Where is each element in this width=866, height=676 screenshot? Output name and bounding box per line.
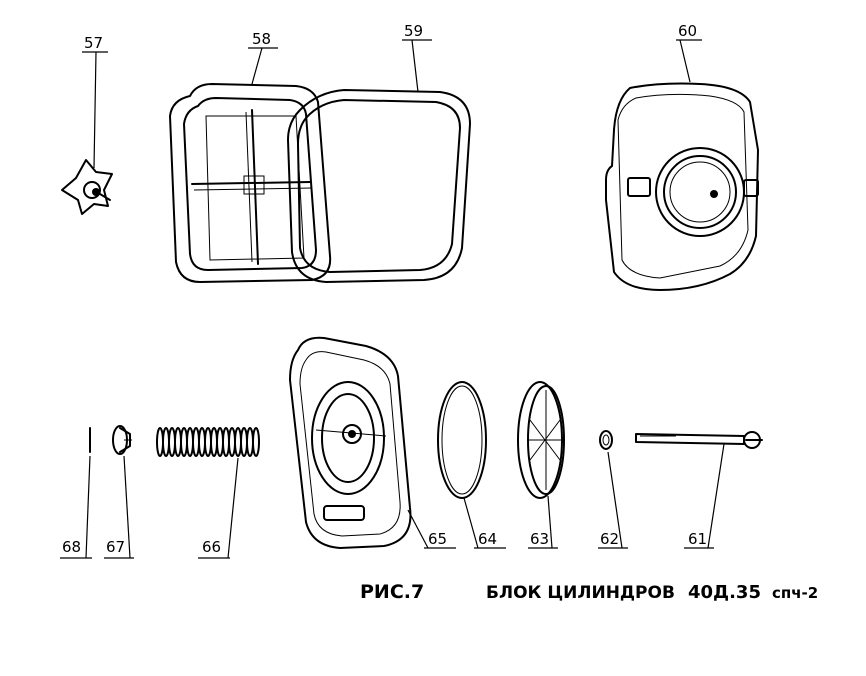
leader-59-line bbox=[411, 39, 419, 93]
spring-coil bbox=[252, 427, 260, 457]
leader-57-line bbox=[93, 51, 97, 169]
callout-57: 57 bbox=[84, 34, 103, 52]
callout-64: 64 bbox=[478, 530, 497, 548]
part-65-valve-body bbox=[289, 336, 412, 549]
part-62-washer bbox=[599, 430, 613, 450]
leader-61-line bbox=[707, 443, 725, 549]
callout-60: 60 bbox=[678, 22, 697, 40]
part-58-filter-cover bbox=[169, 83, 332, 283]
callout-68: 68 bbox=[62, 538, 81, 556]
part-66-spring bbox=[156, 427, 260, 457]
part-57-star-knob bbox=[61, 159, 113, 215]
callout-66: 66 bbox=[202, 538, 221, 556]
part-64-o-ring bbox=[437, 381, 487, 499]
figure-label: РИС.7 bbox=[360, 581, 424, 603]
callout-63: 63 bbox=[530, 530, 549, 548]
callout-58: 58 bbox=[252, 30, 271, 48]
callout-62: 62 bbox=[600, 530, 619, 548]
part-67-spring-cap bbox=[112, 425, 132, 455]
leader-67-line bbox=[123, 455, 131, 559]
leader-62-line bbox=[607, 451, 623, 549]
callout-59: 59 bbox=[404, 22, 423, 40]
figure-model: 40Д.35 bbox=[688, 582, 761, 603]
leader-60-line bbox=[679, 39, 691, 83]
leader-66-line bbox=[227, 457, 239, 559]
part-61-bolt bbox=[635, 431, 763, 449]
callout-65: 65 bbox=[428, 530, 447, 548]
callout-67: 67 bbox=[106, 538, 125, 556]
leader-63-line bbox=[547, 495, 553, 549]
leader-68-line bbox=[85, 455, 91, 559]
leader-65-line bbox=[407, 509, 429, 549]
figure-title: БЛОК ЦИЛИНДРОВ bbox=[486, 583, 675, 603]
part-63-diaphragm bbox=[517, 381, 565, 499]
figure-suffix: спч-2 bbox=[772, 584, 818, 602]
part-59-gasket bbox=[287, 89, 471, 283]
part-60-housing bbox=[605, 82, 759, 291]
callout-61: 61 bbox=[688, 530, 707, 548]
leader-58-line bbox=[251, 47, 263, 85]
leader-64-line bbox=[463, 497, 479, 549]
